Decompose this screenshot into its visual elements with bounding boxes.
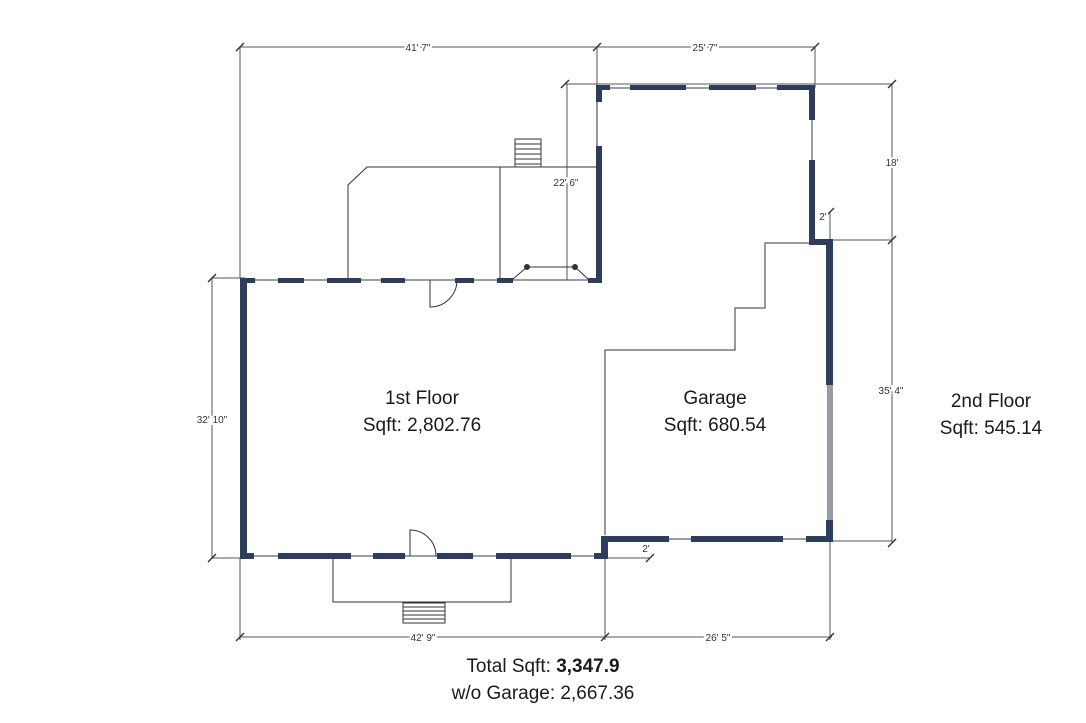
totals: Total Sqft: 3,347.9 w/o Garage: 2,667.36 (393, 653, 693, 707)
dim-top-left: 41' 7" (406, 43, 431, 54)
dim-left: 32' 10" (197, 415, 228, 426)
room-second-floor: 2nd Floor Sqft: 545.14 (891, 388, 1086, 442)
dimension-ticks (207, 42, 897, 642)
doors (409, 264, 589, 557)
total-sqft-prefix: Total Sqft: (466, 656, 557, 677)
dimension-lines (211, 46, 893, 640)
dim-bottom-right: 26' 5" (706, 633, 731, 644)
room-garage-sqft: Sqft: 680.54 (663, 415, 767, 436)
front-door (409, 529, 437, 557)
stairs-back (514, 138, 542, 168)
side-door-left (512, 266, 528, 280)
room-first-floor-name: 1st Floor (385, 388, 459, 409)
dim-small-top: 2' (819, 212, 827, 223)
room-first-floor-sqft: Sqft: 2,802.76 (362, 415, 482, 436)
room-second-floor-sqft: Sqft: 545.14 (939, 418, 1043, 439)
walls (240, 85, 833, 559)
total-sqft: Total Sqft: 3,347.9 (393, 653, 693, 680)
room-garage-name: Garage (683, 388, 747, 409)
interior-lines (332, 92, 833, 603)
room-first-floor: 1st Floor Sqft: 2,802.76 (322, 385, 522, 439)
without-garage-sqft: w/o Garage: 2,667.36 (451, 683, 635, 704)
total-sqft-value: 3,347.9 (556, 656, 620, 677)
dim-bottom-left: 42' 9" (411, 633, 436, 644)
room-second-floor-name: 2nd Floor (950, 391, 1032, 412)
dim-top-right: 25' 7" (693, 43, 718, 54)
room-garage: Garage Sqft: 680.54 (615, 385, 815, 439)
dim-small-bottom: 2' (642, 544, 650, 555)
stairs-front (402, 602, 446, 624)
dimension-labels: 41' 7" 25' 7" 22' 6" 18' 2' 35' 4" 32' 1… (195, 41, 906, 646)
dim-porch-depth: 22' 6" (554, 178, 579, 189)
dim-right-lower: 35' 4" (879, 386, 904, 397)
dim-right-upper: 18' (885, 158, 898, 169)
back-door (429, 279, 458, 308)
